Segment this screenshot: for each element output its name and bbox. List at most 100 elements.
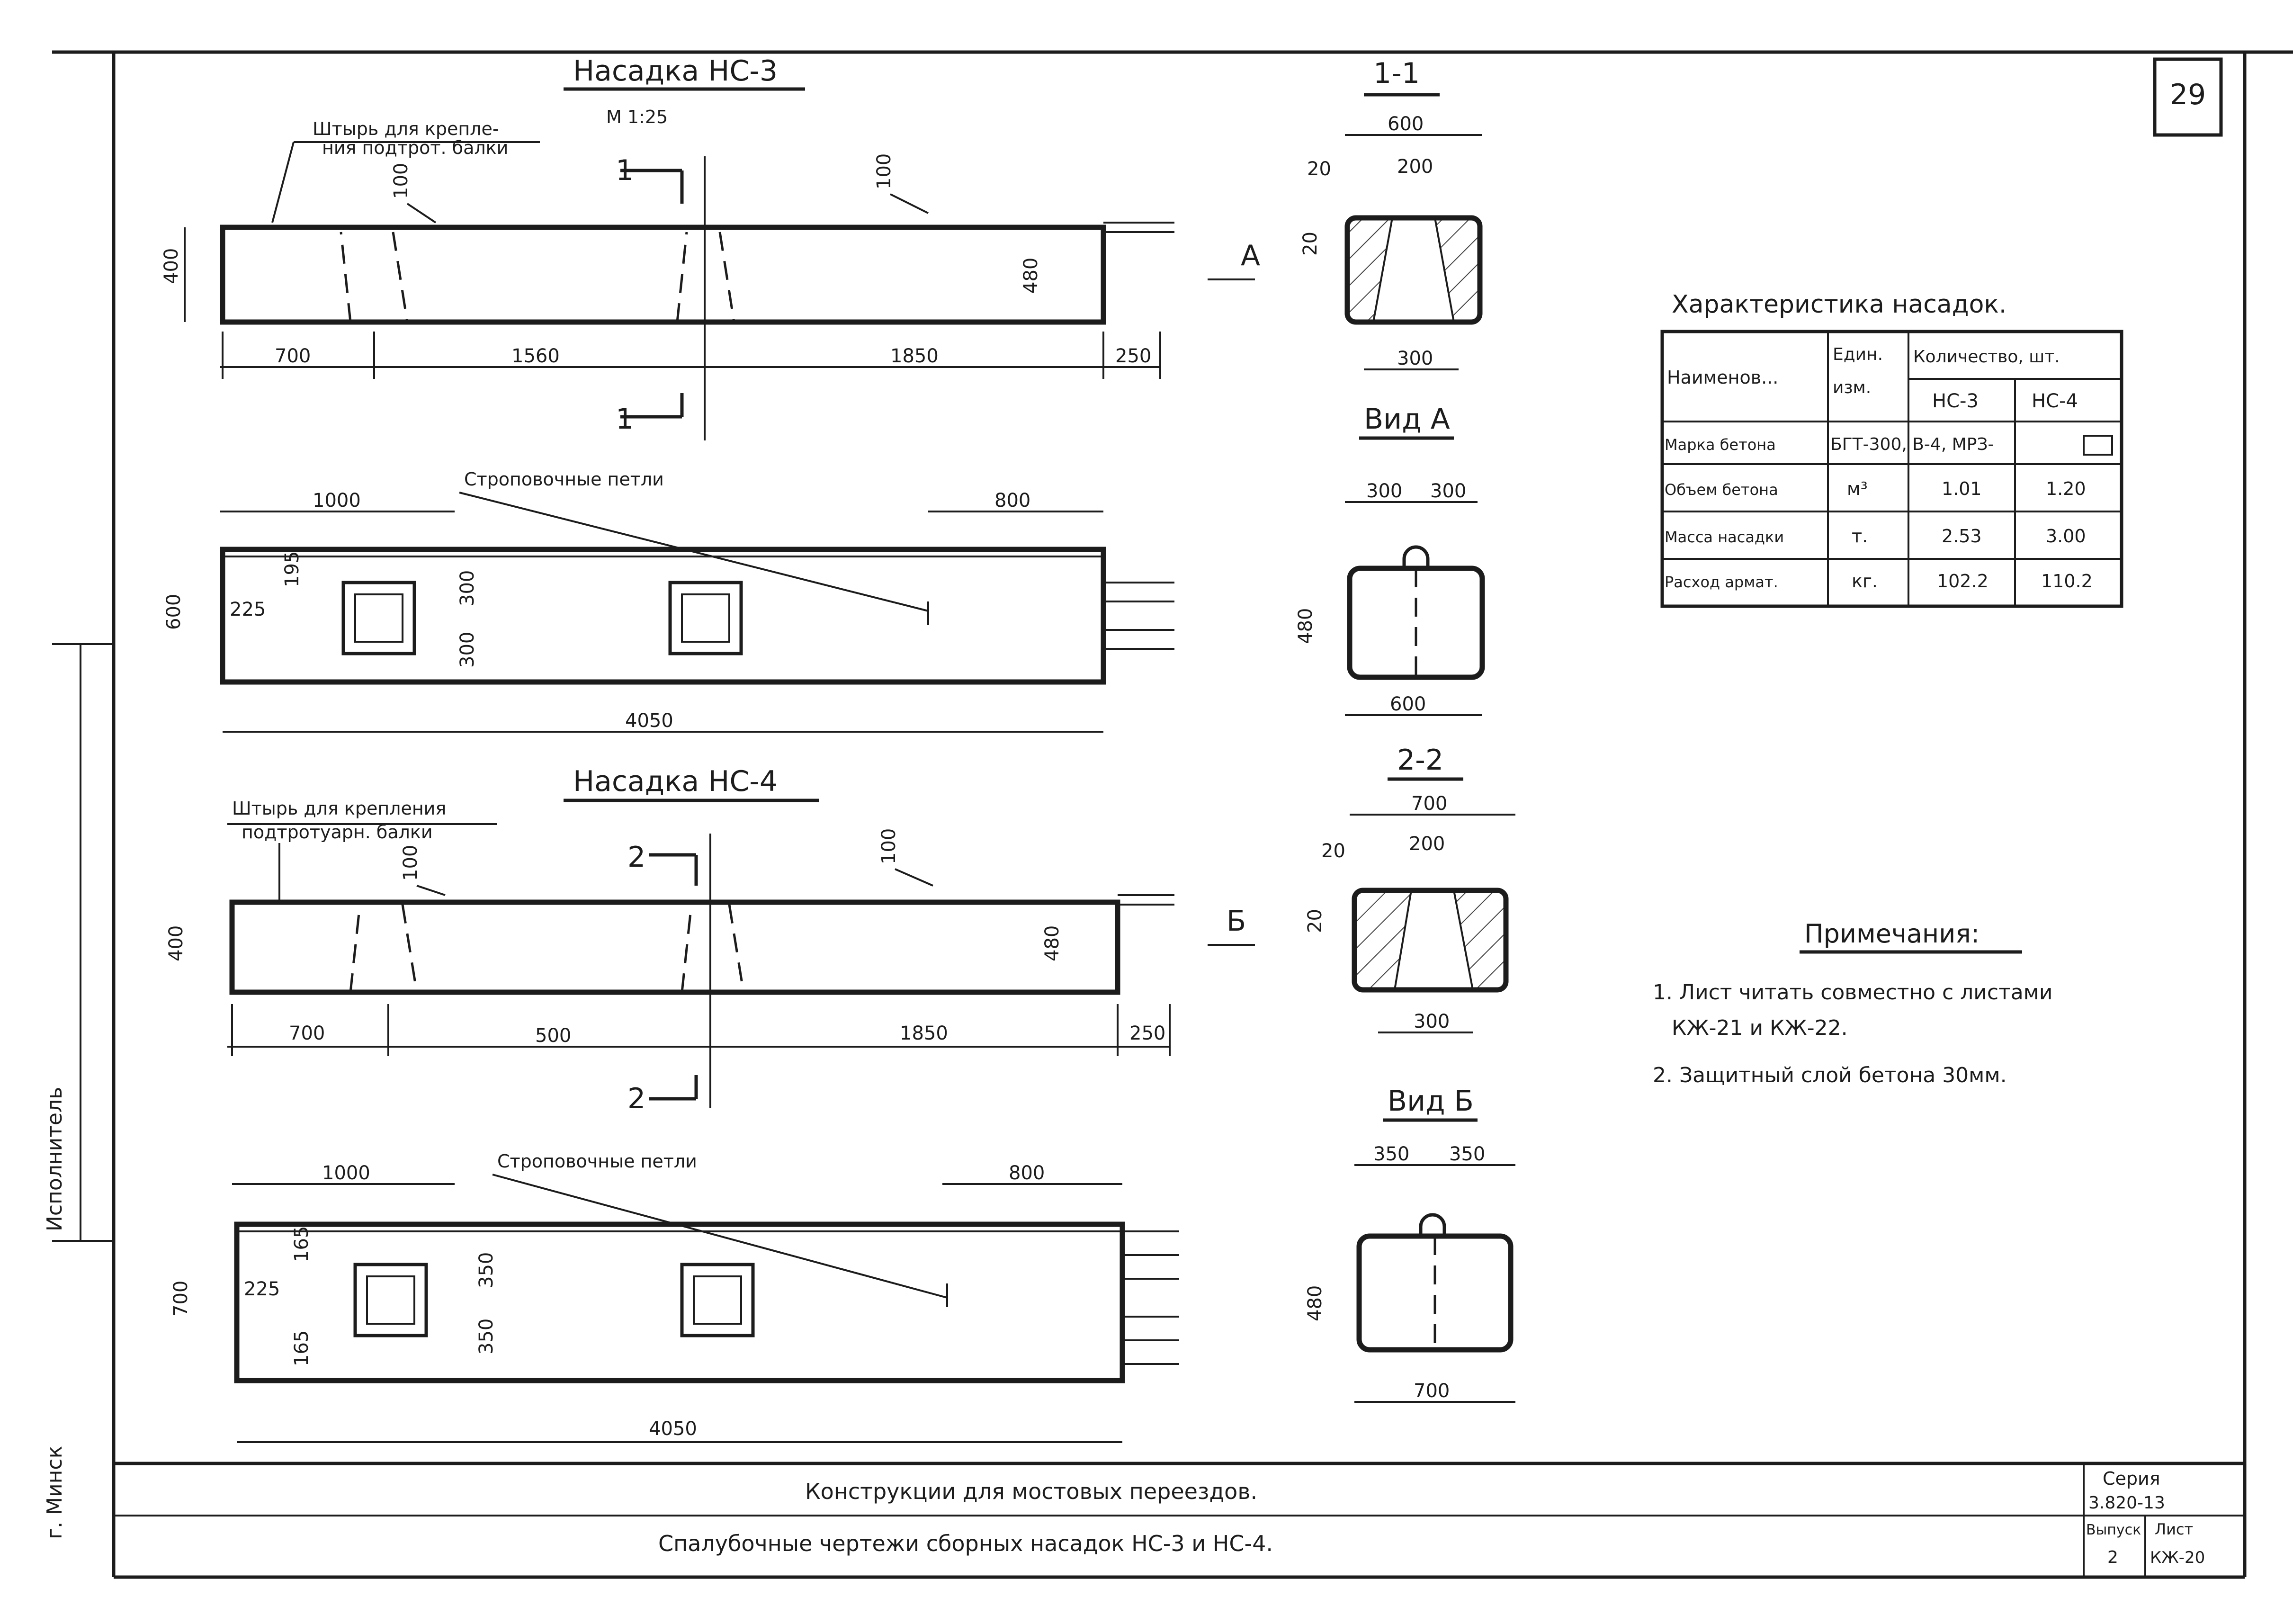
char-head-nc3: НС-3 — [1932, 390, 1979, 412]
nc4-pin-label-2: подтротуарн. балки — [242, 822, 433, 843]
nc3-view-mark: А — [1241, 239, 1260, 272]
nc4-dim-350a: 350 — [475, 1252, 497, 1288]
notes-title: Примечания: — [1804, 919, 1980, 949]
nc4-dim-4050: 4050 — [649, 1418, 697, 1440]
char-row-name: Расход армат. — [1665, 573, 1778, 591]
char-row-mass: Масса насадки т. 2.53 3.00 — [1665, 526, 2086, 547]
sheet-number: 29 — [2170, 78, 2206, 111]
sec11-dim-600: 600 — [1388, 113, 1424, 135]
viewA-title: Вид А — [1364, 403, 1450, 436]
nc4-view-mark: Б — [1227, 905, 1246, 938]
nc3-pin-label-2: ния подтрот. балки — [322, 137, 508, 158]
char-row-unit: т. — [1852, 526, 1868, 547]
sec22-title: 2-2 — [1397, 744, 1443, 777]
char-concrete-value: БГТ-300, В-4, МРЗ- — [1830, 435, 1994, 454]
viewA-dim-480: 480 — [1295, 608, 1317, 644]
nc3-dim-600: 600 — [163, 594, 185, 630]
nc4-dim-250: 250 — [1129, 1023, 1165, 1044]
nc4-dim-165b: 165 — [291, 1330, 313, 1366]
tb-series-label: Серия — [2103, 1468, 2160, 1489]
viewB-title: Вид Б — [1388, 1085, 1474, 1118]
nc3-dim-300a: 300 — [457, 570, 478, 606]
tb-issue-label: Выпуск — [2086, 1522, 2141, 1538]
sec11-title: 1-1 — [1373, 57, 1420, 90]
nc4-dim-400: 400 — [165, 925, 187, 961]
sec22-dim-20a: 20 — [1321, 840, 1345, 862]
nc4-dim-480: 480 — [1041, 925, 1063, 961]
sec22-dim-700: 700 — [1411, 793, 1447, 815]
char-row-nc3: 102.2 — [1937, 571, 1988, 592]
char-row-nc4: 110.2 — [2041, 571, 2093, 592]
sec11-dim-300: 300 — [1397, 348, 1433, 369]
section-1-1: 1-1 600 20 200 20 300 — [1299, 57, 1483, 370]
nc3-dim-400: 400 — [161, 248, 182, 284]
nc3-dim-250: 250 — [1115, 345, 1151, 367]
char-row-name: Объем бетона — [1665, 481, 1778, 499]
char-title: Характеристика насадок. — [1672, 290, 2006, 319]
nc3-dim-480: 480 — [1020, 258, 1042, 294]
nc3-dim-195: 195 — [281, 551, 303, 587]
nc3-dim-100b: 100 — [873, 153, 895, 189]
nc4-dim-100a: 100 — [400, 845, 421, 881]
sec11-dim-20a: 20 — [1307, 158, 1331, 180]
viewB-dim-350a: 350 — [1373, 1143, 1409, 1165]
sec22-dim-200: 200 — [1409, 833, 1445, 855]
tb-issue-value: 2 — [2107, 1548, 2118, 1567]
nc4-section-top: 2 — [627, 841, 645, 874]
nc4-dim-500: 500 — [535, 1025, 571, 1047]
tb-sheet-value: КЖ-20 — [2150, 1548, 2205, 1567]
char-head-unit-1: Един. — [1833, 345, 1883, 364]
nc3-dim-800: 800 — [994, 490, 1030, 511]
nc4-dim-225: 225 — [244, 1278, 280, 1300]
viewB-dim-700: 700 — [1414, 1380, 1450, 1402]
char-head-qty: Количество, шт. — [1913, 347, 2060, 367]
nc3-dim-4050: 4050 — [625, 710, 673, 732]
nc4-dim-700h: 700 — [170, 1281, 192, 1317]
sec11-dim-200: 200 — [1397, 156, 1433, 178]
nc3-dim-1850: 1850 — [890, 345, 939, 367]
char-row-unit: кг. — [1852, 571, 1878, 592]
nc4-elevation: Насадка НС-4 Штырь для крепления подтрот… — [165, 765, 1255, 1115]
nc3-title: Насадка НС-3 — [573, 54, 778, 88]
note-1b: КЖ-21 и КЖ-22. — [1672, 1016, 1848, 1040]
nc4-dim-350b: 350 — [475, 1319, 497, 1355]
viewA-dim-600: 600 — [1390, 693, 1426, 715]
viewA-dim-300b: 300 — [1430, 480, 1466, 502]
nc4-dim-700: 700 — [289, 1023, 325, 1044]
char-row-nc3: 1.01 — [1942, 478, 1982, 499]
char-row-unit: м³ — [1847, 478, 1868, 499]
note-2: 2. Защитный слой бетона 30мм. — [1653, 1063, 2007, 1087]
tb-project: Конструкции для мостовых переездов. — [805, 1479, 1257, 1504]
nc3-loops-label: Строповочные петли — [464, 469, 664, 490]
view-a: Вид А 300 300 480 600 — [1295, 403, 1485, 716]
view-b: Вид Б 350 350 480 700 — [1304, 1085, 1515, 1403]
sheet-frame — [52, 50, 2293, 1579]
title-block: Конструкции для мостовых переездов. Спал… — [114, 1462, 2245, 1577]
sec22-dim-300: 300 — [1414, 1011, 1450, 1032]
side-stamp: Исполнитель г. Минск — [43, 1087, 67, 1539]
nc4-dim-165a: 165 — [291, 1226, 313, 1262]
nc4-dim-1850: 1850 — [900, 1023, 948, 1044]
nc3-dim-300b: 300 — [457, 632, 478, 668]
nc3-section-top: 1 — [616, 154, 634, 187]
nc4-loops-label: Строповочные петли — [497, 1151, 697, 1172]
section-2-2: 2-2 700 20 200 20 300 — [1304, 744, 1515, 1033]
viewB-dim-350b: 350 — [1449, 1143, 1485, 1165]
char-row-name: Масса насадки — [1665, 528, 1784, 546]
nc3-elevation: Насадка НС-3 М 1:25 Штырь для крепле- ни… — [161, 54, 1260, 440]
nc3-plan: Строповочные петли 1000 800 600 225 195 … — [163, 469, 1174, 733]
nc3-dim-1560: 1560 — [511, 345, 560, 367]
notes: Примечания: 1. Лист читать совместно с л… — [1653, 919, 2052, 1087]
char-row-nc3: 2.53 — [1942, 526, 1982, 547]
sec11-dim-20b: 20 — [1299, 232, 1321, 256]
char-head-nc4: НС-4 — [2032, 390, 2078, 412]
nc3-dim-1000: 1000 — [313, 490, 361, 511]
nc3-dim-100a: 100 — [390, 163, 412, 199]
char-row-rebar: Расход армат. кг. 102.2 110.2 — [1665, 571, 2093, 592]
nc3-dim-700: 700 — [275, 345, 311, 367]
nc4-section-bottom: 2 — [627, 1082, 645, 1115]
nc4-plan: Строповочные петли 1000 800 700 225 165 … — [170, 1151, 1179, 1443]
characteristics-table: Характеристика насадок. Наименов... Един… — [1660, 290, 2123, 608]
